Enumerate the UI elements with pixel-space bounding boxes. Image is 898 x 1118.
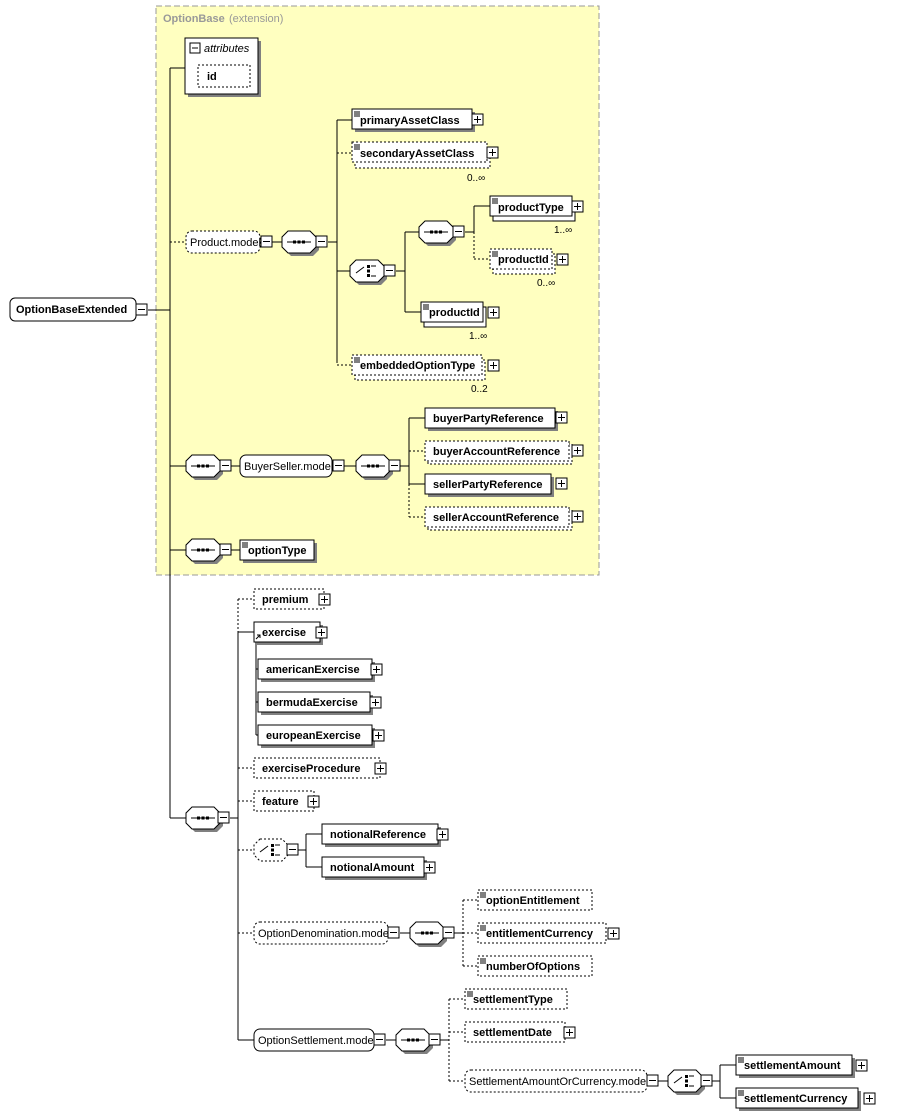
element-embeddedOptionType[interactable]: embeddedOptionType 0..2 (351, 354, 500, 395)
svg-text:1..∞: 1..∞ (554, 225, 572, 236)
optiontype-sequence[interactable] (185, 538, 232, 564)
svg-text:europeanExercise: europeanExercise (266, 730, 361, 742)
product-sequence-compositor[interactable] (281, 230, 319, 256)
connectors (148, 67, 736, 1099)
svg-text:americanExercise: americanExercise (266, 664, 360, 676)
element-productId-optional[interactable]: productId 0..∞ (489, 248, 569, 289)
svg-text:OptionSettlement.model: OptionSettlement.model (258, 1035, 376, 1047)
attribute-id: id (207, 71, 217, 83)
svg-text:feature: feature (262, 796, 299, 808)
svg-text:exerciseProcedure: exerciseProcedure (262, 763, 360, 775)
element-notionalAmount[interactable]: notionalAmount (321, 856, 436, 880)
svg-text:productType: productType (498, 202, 564, 214)
product-model-collapse[interactable] (260, 235, 273, 248)
svg-text:secondaryAssetClass: secondaryAssetClass (360, 148, 474, 160)
settlement-amount-or-currency-group[interactable]: SettlementAmountOrCurrency.model (464, 1069, 659, 1093)
svg-text:productId: productId (498, 254, 549, 266)
svg-text:settlementType: settlementType (473, 994, 553, 1006)
svg-text:OptionDenomination.model: OptionDenomination.model (258, 928, 391, 940)
element-secondaryAssetClass[interactable]: secondaryAssetClass 0..∞ (351, 141, 499, 184)
element-settlementAmount[interactable]: settlementAmount (735, 1054, 868, 1078)
svg-text:OptionBaseExtended: OptionBaseExtended (16, 304, 127, 316)
element-notionalReference[interactable]: notionalReference (321, 823, 449, 847)
element-bermudaExercise[interactable]: bermudaExercise (257, 691, 382, 715)
svg-text:optionEntitlement: optionEntitlement (486, 895, 580, 907)
svg-text:buyerAccountReference: buyerAccountReference (433, 446, 560, 458)
element-entitlementCurrency[interactable]: entitlementCurrency (477, 922, 620, 944)
svg-text:BuyerSeller.model: BuyerSeller.model (244, 461, 333, 473)
svg-text:bermudaExercise: bermudaExercise (266, 697, 358, 709)
element-exerciseProcedure[interactable]: exerciseProcedure (253, 757, 387, 779)
product-choice-compositor[interactable] (349, 259, 387, 285)
product-inner-sequence-collapse[interactable] (452, 225, 465, 238)
attributes-box: attributes id (184, 37, 261, 97)
product-inner-sequence[interactable] (418, 220, 456, 246)
svg-text:notionalAmount: notionalAmount (330, 862, 415, 874)
root-collapse-button[interactable] (135, 303, 148, 316)
option-settlement-sequence[interactable] (395, 1028, 441, 1054)
svg-text:SettlementAmountOrCurrency.mod: SettlementAmountOrCurrency.model (469, 1076, 649, 1088)
option-settlement-model-group[interactable]: OptionSettlement.model (253, 1028, 386, 1052)
svg-text:notionalReference: notionalReference (330, 829, 426, 841)
element-americanExercise[interactable]: americanExercise (257, 658, 383, 682)
svg-text:sellerPartyReference: sellerPartyReference (433, 479, 542, 491)
svg-text:settlementCurrency: settlementCurrency (744, 1093, 848, 1105)
svg-text:Product.model: Product.model (190, 237, 261, 249)
svg-text:settlementDate: settlementDate (473, 1027, 552, 1039)
element-premium[interactable]: premium (253, 588, 331, 610)
product-sequence-collapse[interactable] (315, 235, 328, 248)
svg-text:0..∞: 0..∞ (467, 173, 485, 184)
element-europeanExercise[interactable]: europeanExercise (257, 724, 385, 748)
element-optionType[interactable]: optionType (239, 539, 317, 563)
svg-text:settlementAmount: settlementAmount (744, 1060, 841, 1072)
svg-text:sellerAccountReference: sellerAccountReference (433, 512, 559, 524)
product-model-group[interactable]: Product.model (185, 230, 261, 254)
svg-text:1..∞: 1..∞ (469, 331, 487, 342)
element-settlementDate[interactable]: settlementDate (464, 1021, 576, 1043)
svg-text:optionType: optionType (248, 545, 306, 557)
svg-text:buyerPartyReference: buyerPartyReference (433, 413, 544, 425)
extension-name: OptionBase (163, 13, 225, 25)
svg-text:embeddedOptionType: embeddedOptionType (360, 360, 475, 372)
product-choice-collapse[interactable] (383, 264, 396, 277)
option-denomination-model-group[interactable]: OptionDenomination.model (253, 921, 400, 945)
settlement-choice-compositor[interactable] (667, 1069, 713, 1095)
buyerseller-outer-sequence[interactable] (185, 454, 232, 480)
buyerseller-inner-sequence[interactable] (355, 454, 401, 480)
option-denomination-sequence[interactable] (409, 921, 455, 947)
extension-note: (extension) (229, 13, 283, 25)
element-productId[interactable]: productId 1..∞ (420, 301, 500, 342)
element-exercise[interactable]: exercise (253, 621, 328, 645)
element-primaryAssetClass[interactable]: primaryAssetClass (351, 108, 484, 132)
svg-text:0..∞: 0..∞ (537, 278, 555, 289)
element-buyerPartyReference[interactable]: buyerPartyReference (424, 407, 568, 431)
svg-text:primaryAssetClass: primaryAssetClass (360, 115, 460, 127)
svg-text:premium: premium (262, 594, 309, 606)
element-productType[interactable]: productType 1..∞ (489, 195, 584, 236)
svg-text:attributes: attributes (204, 43, 250, 55)
buyerseller-model-group[interactable]: BuyerSeller.model (239, 454, 345, 478)
svg-text:entitlementCurrency: entitlementCurrency (486, 928, 594, 940)
element-optionEntitlement[interactable]: optionEntitlement (477, 889, 593, 911)
element-sellerAccountReference[interactable]: sellerAccountReference (424, 506, 584, 531)
element-numberOfOptions[interactable]: numberOfOptions (477, 955, 593, 977)
notional-choice-compositor[interactable] (253, 838, 299, 862)
main-sequence-compositor[interactable] (185, 806, 230, 832)
element-feature[interactable]: feature (253, 790, 320, 812)
svg-text:exercise: exercise (262, 627, 306, 639)
svg-text:numberOfOptions: numberOfOptions (486, 961, 580, 973)
element-settlementType[interactable]: settlementType (464, 988, 568, 1010)
element-sellerPartyReference[interactable]: sellerPartyReference (424, 473, 568, 497)
svg-text:productId: productId (429, 307, 480, 319)
root-element[interactable]: OptionBaseExtended (9, 297, 137, 322)
svg-text:0..2: 0..2 (471, 384, 488, 395)
element-settlementCurrency[interactable]: settlementCurrency (735, 1087, 876, 1111)
element-buyerAccountReference[interactable]: buyerAccountReference (424, 440, 584, 465)
